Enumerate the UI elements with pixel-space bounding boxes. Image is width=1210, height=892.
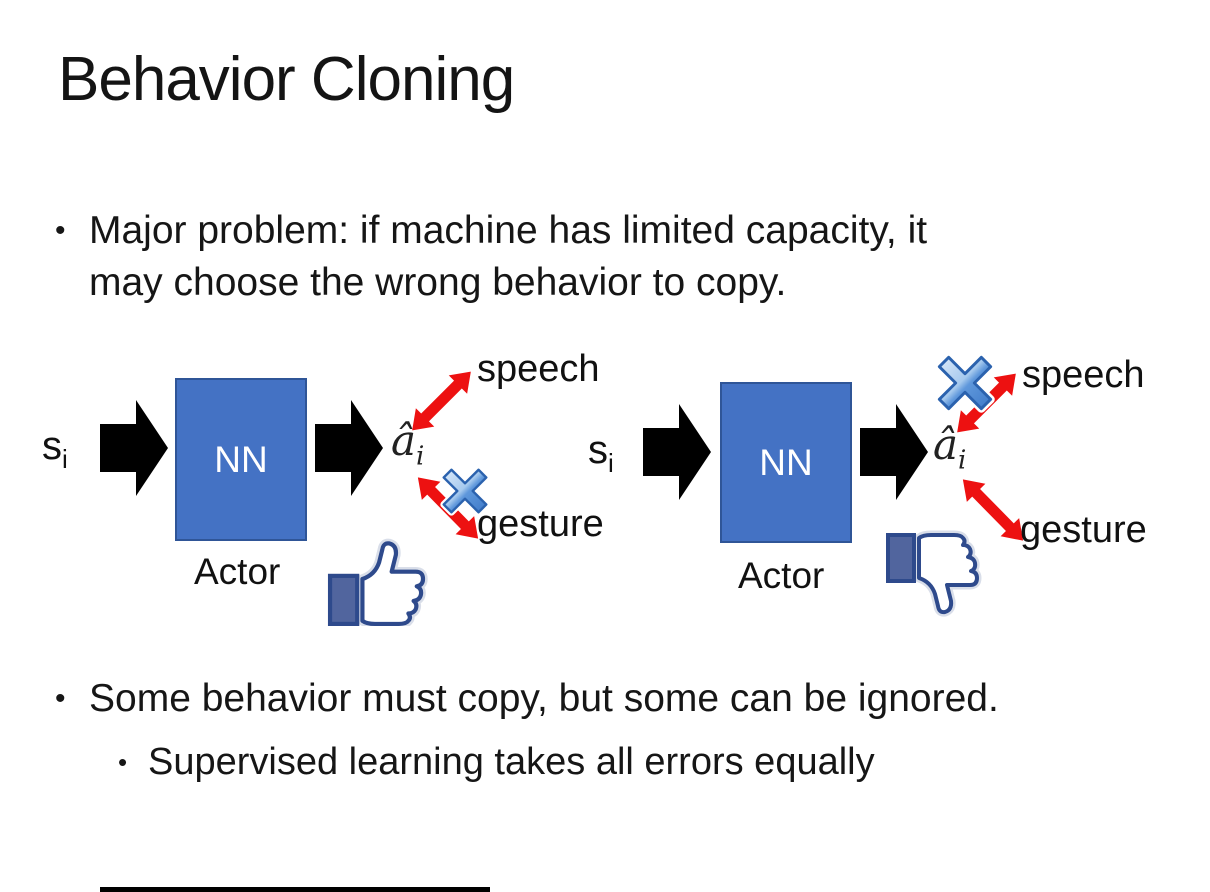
bullet-text: Some behavior must copy, but some can be… bbox=[89, 677, 999, 720]
bullet-icon: • bbox=[55, 214, 66, 247]
actor-label: Actor bbox=[738, 555, 825, 596]
bullet-icon: • bbox=[55, 682, 66, 715]
speech-label: speech bbox=[477, 348, 600, 390]
bullet-text: Supervised learning takes all errors equ… bbox=[148, 741, 875, 783]
double-arrow-icon bbox=[402, 361, 482, 441]
action-label: âi bbox=[391, 416, 425, 472]
thumbs-down-icon bbox=[882, 530, 982, 626]
arrow-right-icon bbox=[315, 400, 383, 496]
nn-label: NN bbox=[214, 438, 268, 480]
state-label: si bbox=[588, 428, 614, 478]
clipped-text-line bbox=[100, 887, 490, 892]
bullet-supervised-learning: • Supervised learning takes all errors e… bbox=[118, 736, 1168, 788]
nn-box: NN bbox=[175, 378, 307, 541]
nn-label: NN bbox=[759, 441, 813, 483]
state-label: si bbox=[42, 424, 68, 474]
slide-title: Behavior Cloning bbox=[58, 45, 515, 114]
arrow-right-icon bbox=[100, 400, 168, 496]
nn-box: NN bbox=[720, 382, 852, 543]
gesture-label: gesture bbox=[477, 503, 604, 545]
arrow-right-icon bbox=[643, 404, 711, 500]
action-label: âi bbox=[933, 420, 967, 476]
speech-label: speech bbox=[1022, 354, 1145, 396]
cross-icon bbox=[436, 462, 494, 520]
arrow-right-icon bbox=[860, 404, 928, 500]
double-arrow-icon bbox=[952, 469, 1034, 551]
thumbs-up-icon bbox=[322, 532, 430, 626]
gesture-label: gesture bbox=[1020, 509, 1147, 551]
cross-icon bbox=[930, 348, 1000, 418]
bullet-text: Major problem: if machine has limited ca… bbox=[89, 209, 928, 304]
actor-label: Actor bbox=[194, 551, 281, 592]
bullet-some-behavior: • Some behavior must copy, but some can … bbox=[55, 673, 1175, 725]
bullet-icon: • bbox=[118, 747, 128, 777]
bullet-major-problem: • Major problem: if machine has limited … bbox=[55, 205, 1135, 309]
